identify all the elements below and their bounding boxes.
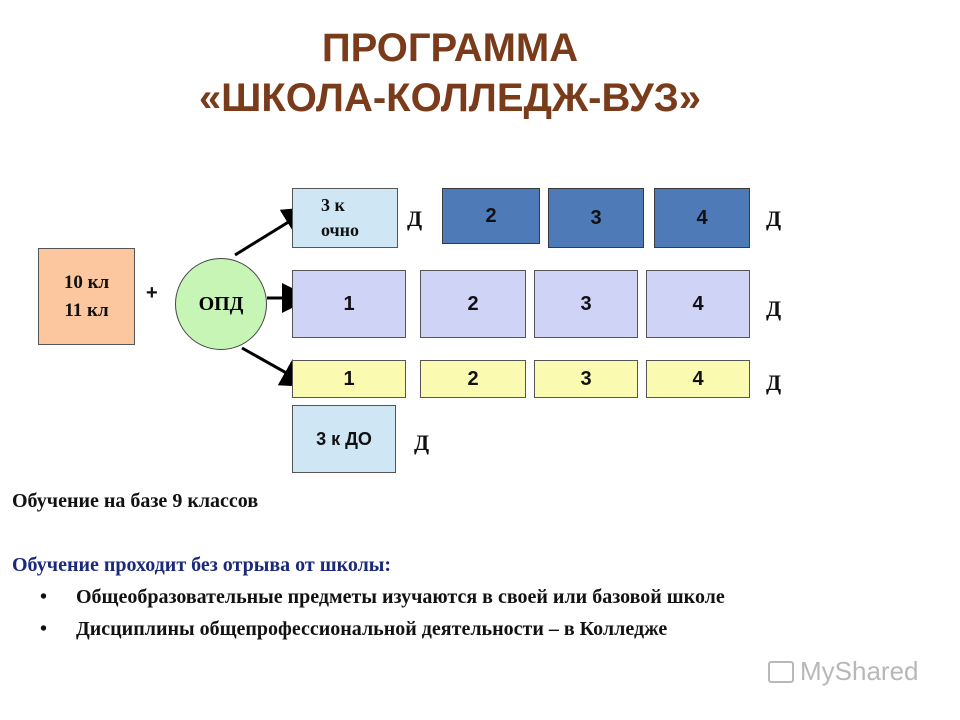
mid-row-cell-4: 4 [646,270,750,338]
mid-row-cell-1: 1 [292,270,406,338]
title-line-1: ПРОГРАММА [321,26,579,70]
top-row-first-line2: очно [321,220,360,240]
text-line-1: Обучение на базе 9 классов [12,490,259,512]
grade-10-11-box: 10 кл 11 кл [38,248,135,345]
top-row-cell-2: 2 [442,188,540,244]
watermark: MyShared [768,656,919,687]
mid-row-d-after: Д [766,296,782,321]
bullet-marker-1: • [40,586,48,608]
top-row-d-before: Д [407,206,423,231]
bottom-row-box: 3 к ДО [292,405,396,473]
yellow-row-cell-1: 1 [292,360,406,398]
bullet-item-1: • Общеобразовательные предметы изучаются … [40,586,725,609]
bullet-marker-2: • [40,618,48,640]
title-line-2: «ШКОЛА-КОЛЛЕДЖ-ВУЗ» [198,76,702,120]
plus-sign: + [146,282,158,304]
text-line-2: Обучение проходит без отрыва от школы: [12,554,392,576]
presentation-icon [768,660,794,683]
top-row-d-after: Д [766,206,782,231]
watermark-text: MyShared [800,656,919,686]
bullet-text-2: Дисциплины общепрофессиональной деятельн… [76,618,668,640]
bullet-item-2: • Дисциплины общепрофессиональной деятель… [40,618,667,641]
top-row-cell-3: 3 [548,188,644,248]
opd-circle: ОПД [175,258,267,350]
mid-row-cell-3: 3 [534,270,638,338]
yellow-row-d-after: Д [766,370,782,395]
yellow-row-cell-3: 3 [534,360,638,398]
grade-10-label: 10 кл [63,271,110,293]
bottom-row-d-after: Д [414,430,430,455]
bullet-text-1: Общеобразовательные предметы изучаются в… [76,586,725,608]
top-row-first-box: 3 к очно [292,188,398,248]
top-row-cell-4: 4 [654,188,750,248]
yellow-row-cell-2: 2 [420,360,526,398]
grade-11-label: 11 кл [64,299,109,321]
top-row-first-line1: 3 к [321,195,345,215]
mid-row-cell-2: 2 [420,270,526,338]
yellow-row-cell-4: 4 [646,360,750,398]
